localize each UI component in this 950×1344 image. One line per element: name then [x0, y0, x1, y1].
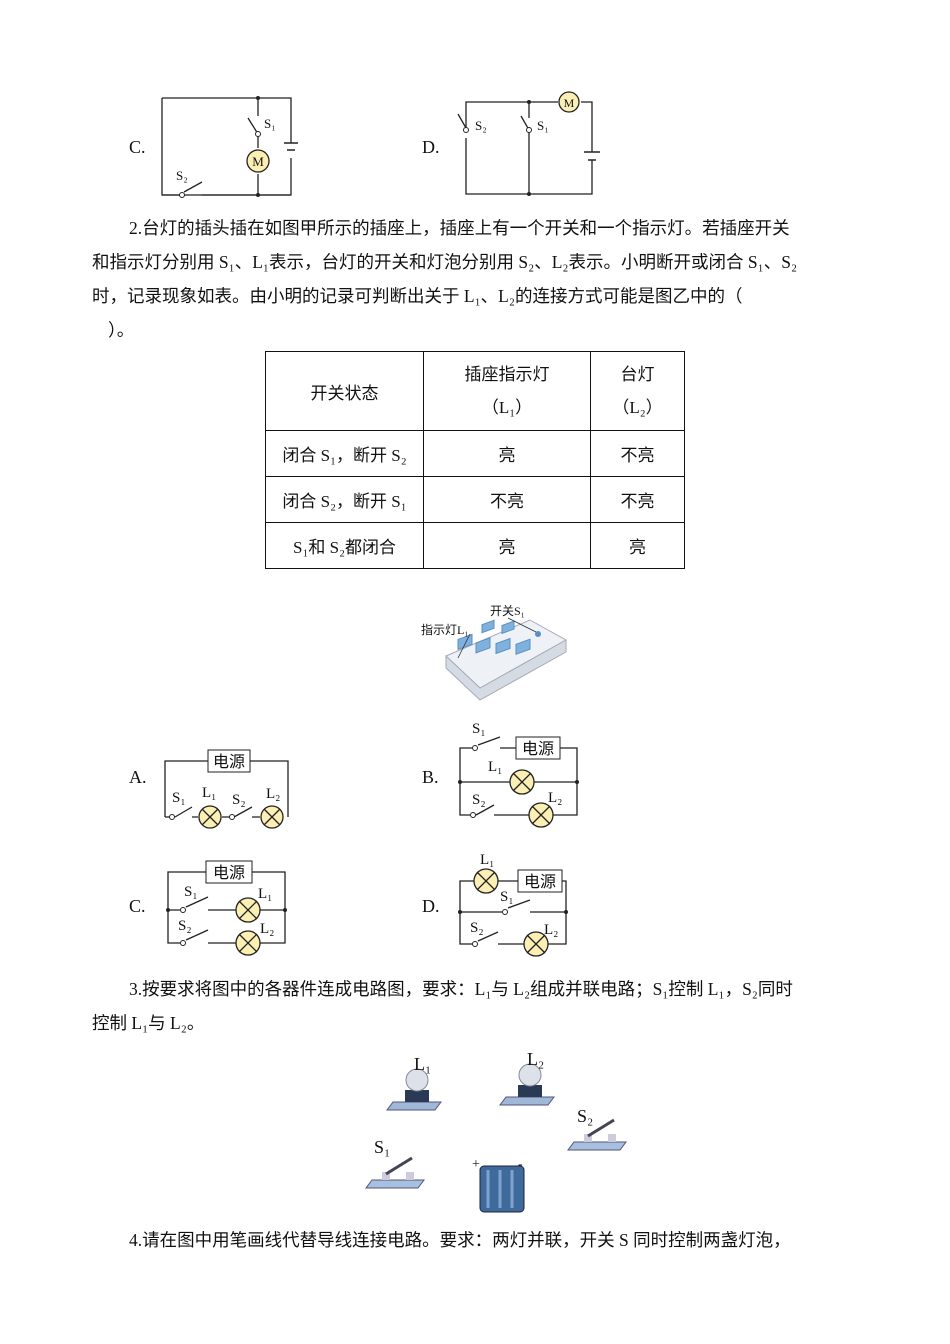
svg-text:L₂: L₂	[527, 1049, 544, 1069]
svg-text:L₂: L₂	[266, 786, 280, 802]
svg-text:S₁: S₁	[500, 889, 514, 905]
motor-icon	[558, 91, 580, 113]
circuit-diagram-d2: 电源 L₁ S₁ S₂ L₂	[458, 852, 568, 957]
svg-text:L₁: L₁	[414, 1054, 431, 1074]
circuit-diagram-d: M S₂ S₁	[457, 91, 600, 196]
components-image: L₁ L₂ S₂ S₁ +-	[364, 1049, 628, 1213]
text-line: 时，记录现象如表。由小明的记录可判断出关于 L₁、L₂的连接方式可能是图乙中的（	[92, 286, 743, 306]
lamp-icon	[198, 805, 222, 829]
question-3-text: 3.按要求将图中的各器件连成电路图，要求：L₁与 L₂组成并联电路；S₁控制 L…	[92, 972, 862, 1040]
header-l1: 插座指示灯（L₁）	[423, 351, 591, 431]
svg-text:S₂: S₂	[472, 792, 486, 808]
lamp-icon	[473, 868, 499, 894]
svg-text:L₂: L₂	[548, 790, 562, 806]
svg-text:S₂: S₂	[577, 1106, 593, 1126]
svg-text:S₁: S₁	[472, 721, 486, 737]
lamp-icon	[528, 802, 554, 828]
svg-text:L₂: L₂	[544, 922, 558, 938]
svg-text:M: M	[252, 154, 264, 169]
svg-text:S₂: S₂	[178, 918, 192, 934]
option-b-label: B.	[422, 767, 439, 787]
lamp-icon	[260, 805, 284, 829]
svg-text:S₂: S₂	[470, 920, 484, 936]
question-4-text: 4.请在图中用笔画线代替导线连接电路。要求：两灯并联，开关 S 同时控制两盏灯泡…	[92, 1223, 862, 1257]
svg-text:电源: 电源	[213, 753, 245, 771]
svg-text:-: -	[518, 1157, 523, 1172]
text-line: 控制 L₁与 L₂。	[92, 1013, 205, 1033]
circuit-diagram-a: 电源 S₁ L₁ S₂ L₂	[164, 749, 289, 829]
bulb-l2-icon	[499, 1063, 555, 1106]
option-c-label: C.	[129, 137, 146, 157]
option-d2-label: D.	[422, 896, 440, 916]
text-line: ）。	[108, 320, 135, 340]
text-line: 4.请在图中用笔画线代替导线连接电路。要求：两灯并联，开关 S 同时控制两盏灯泡…	[129, 1230, 791, 1250]
circuit-diagram-c2: 电源 S₁ L₁ S₂ L₂	[166, 860, 287, 956]
svg-text:电源: 电源	[524, 873, 556, 891]
svg-text:S₁: S₁	[537, 118, 549, 133]
power-strip-image: 开关S₁ 指示灯L₁	[421, 604, 568, 701]
svg-text:S₂: S₂	[475, 118, 487, 133]
text-line: 2.台灯的插头插在如图甲所示的插座上，插座上有一个开关和一个指示灯。若插座开关	[129, 218, 790, 238]
text-line: 3.按要求将图中的各器件连成电路图，要求：L₁与 L₂组成并联电路；S₁控制 L…	[129, 979, 793, 999]
text-line: 和指示灯分别用 S₁、L₁表示，台灯的开关和灯泡分别用 S₂、L₂表示。小明断开…	[92, 252, 798, 272]
svg-text:指示灯L₁: 指示灯L₁	[421, 622, 469, 637]
svg-text:S₁: S₁	[374, 1137, 390, 1157]
switch-s1-icon	[364, 1156, 426, 1190]
header-l2: 台灯（L₂）	[590, 351, 685, 431]
svg-text:+: +	[472, 1157, 480, 1172]
battery-icon: +-	[472, 1157, 525, 1213]
svg-text:电源: 电源	[522, 740, 554, 758]
svg-text:S₂: S₂	[232, 792, 246, 808]
svg-text:L₂: L₂	[260, 921, 274, 937]
header-switch-state: 开关状态	[265, 351, 424, 431]
option-c2-label: C.	[129, 896, 146, 916]
bulb-l1-icon	[386, 1068, 442, 1111]
lamp-icon	[235, 897, 261, 923]
svg-text:S₁: S₁	[264, 116, 276, 131]
svg-text:L₁: L₁	[480, 852, 494, 868]
svg-text:开关S₁: 开关S₁	[490, 604, 525, 618]
option-a-label: A.	[129, 767, 147, 787]
svg-text:L₁: L₁	[202, 785, 216, 801]
svg-text:L₁: L₁	[258, 886, 272, 902]
option-d-label: D.	[422, 137, 440, 157]
svg-text:S₁: S₁	[184, 884, 198, 900]
lamp-icon	[509, 769, 535, 795]
table-row: S₁和 S₂都闭合亮亮	[265, 522, 685, 569]
motor-icon	[246, 149, 270, 173]
svg-text:电源: 电源	[213, 864, 245, 882]
svg-text:M: M	[564, 96, 575, 110]
circuit-diagram-c: M S₁ S₂	[161, 96, 298, 198]
lamp-icon	[523, 931, 549, 957]
svg-text:S₂: S₂	[176, 168, 188, 183]
svg-text:L₁: L₁	[488, 759, 502, 775]
svg-text:S₁: S₁	[172, 790, 186, 806]
question-2-text: 2.台灯的插头插在如图甲所示的插座上，插座上有一个开关和一个指示灯。若插座开关 …	[92, 211, 862, 347]
circuit-diagram-b: 电源 S₁ L₁ S₂ L₂	[458, 721, 579, 828]
lamp-icon	[235, 930, 261, 956]
